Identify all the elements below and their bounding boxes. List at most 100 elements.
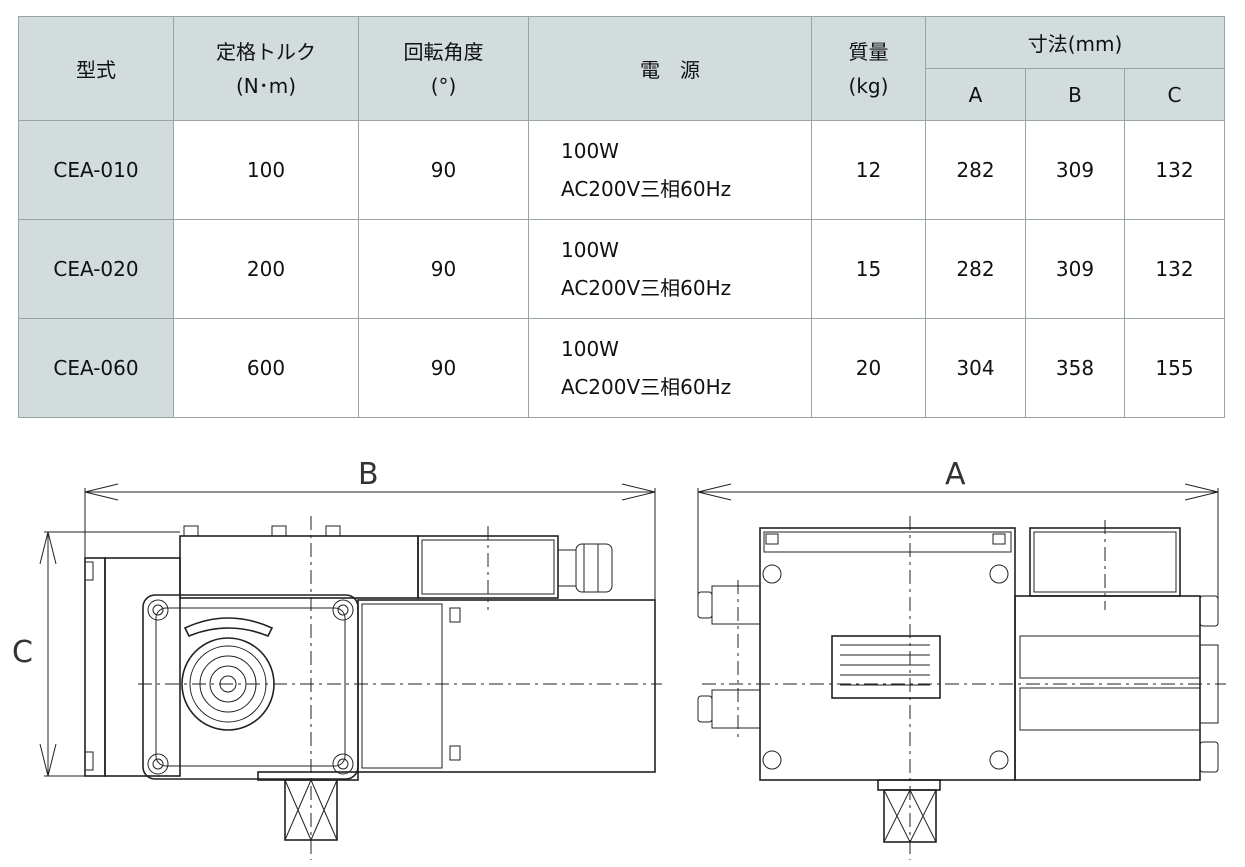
power-cell: 100W AC200V三相60Hz — [528, 219, 812, 319]
angle-cell: 90 — [358, 120, 529, 220]
face-bolt-inner — [152, 604, 164, 616]
header-torque-label: 定格トルク — [216, 39, 316, 64]
header-dim-a: A — [925, 68, 1026, 121]
header-dimensions: 寸法(mm) — [925, 16, 1225, 69]
bracket-tab — [84, 561, 94, 581]
header-angle-unit: (°) — [430, 73, 457, 98]
face-bolt — [147, 599, 169, 621]
gearbox-inner — [155, 607, 346, 767]
rim-bolt — [992, 533, 1006, 545]
dim-c-cell: 155 — [1124, 318, 1225, 418]
header-angle: 回転角度 (°) — [358, 16, 529, 121]
dimension-b-label: B — [358, 457, 379, 492]
dim-b-cell: 309 — [1025, 219, 1125, 319]
spec-table: 型式 定格トルク (N･m) 回転角度 (°) 電 源 質量 (kg) 寸法(m… — [18, 16, 1225, 418]
dim-b-cell: 358 — [1025, 318, 1125, 418]
motor-fin — [1019, 687, 1201, 731]
power-watt: 100W — [561, 238, 619, 262]
cable-gland-nut — [575, 543, 613, 593]
dimension-a-label: A — [945, 457, 966, 492]
dimension-c-label: C — [12, 635, 33, 670]
housing-bolt — [271, 525, 287, 537]
coupling-cross — [310, 779, 338, 841]
mass-cell: 15 — [811, 219, 926, 319]
angle-cell: 90 — [358, 219, 529, 319]
model-cell: CEA-020 — [18, 219, 174, 319]
header-angle-label: 回転角度 — [403, 39, 484, 64]
face-bolt-inner — [152, 758, 164, 770]
top-housing — [179, 535, 419, 599]
face-bolt-inner — [337, 604, 349, 616]
coupling-cross — [909, 789, 937, 843]
header-torque: 定格トルク (N･m) — [173, 16, 359, 121]
side-gland — [711, 689, 761, 729]
bracket-tab — [84, 751, 94, 771]
dim-a-cell: 282 — [925, 219, 1026, 319]
header-dim-b: B — [1025, 68, 1125, 121]
housing-bolt — [325, 525, 341, 537]
header-dim-c: C — [1124, 68, 1225, 121]
motor-cap — [1199, 741, 1219, 773]
model-cell: CEA-060 — [18, 318, 174, 418]
dim-a-cell: 304 — [925, 318, 1026, 418]
side-gland — [711, 585, 761, 625]
angle-cell: 90 — [358, 318, 529, 418]
bottom-plate — [877, 779, 941, 791]
header-torque-unit: (N･m) — [235, 73, 297, 98]
torque-cell: 100 — [173, 120, 359, 220]
side-gland-cap — [697, 591, 713, 619]
mass-cell: 20 — [811, 318, 926, 418]
face-bolt — [147, 753, 169, 775]
housing-top-rim — [763, 531, 1012, 553]
power-watt: 100W — [561, 139, 619, 163]
dim-b-cell: 309 — [1025, 120, 1125, 220]
mass-cell: 12 — [811, 120, 926, 220]
housing-bolt — [989, 750, 1009, 770]
face-bolt — [332, 753, 354, 775]
header-mass: 質量 (kg) — [811, 16, 926, 121]
header-mass-label: 質量 — [848, 39, 889, 64]
power-watt: 100W — [561, 337, 619, 361]
motor-cap — [1199, 595, 1219, 627]
coupling-cross — [284, 779, 312, 841]
dim-c-cell: 132 — [1124, 120, 1225, 220]
torque-cell: 600 — [173, 318, 359, 418]
torque-cell: 200 — [173, 219, 359, 319]
motor-body — [357, 599, 656, 773]
housing-bolt — [183, 525, 199, 537]
power-voltage: AC200V三相60Hz — [561, 375, 732, 399]
power-voltage: AC200V三相60Hz — [561, 276, 732, 300]
face-bolt-inner — [337, 758, 349, 770]
dim-c-cell: 132 — [1124, 219, 1225, 319]
table-row: CEA-010 100 90 100W AC200V三相60Hz 12 282 … — [18, 120, 1225, 220]
header-model: 型式 — [18, 16, 174, 121]
power-cell: 100W AC200V三相60Hz — [528, 318, 812, 418]
housing-bolt — [762, 750, 782, 770]
mount-bracket — [104, 557, 181, 777]
motor-flange — [361, 603, 443, 769]
dim-a-cell: 282 — [925, 120, 1026, 220]
housing-bolt — [762, 564, 782, 584]
side-view: B C — [12, 457, 662, 860]
motor-fin — [1019, 635, 1201, 679]
header-mass-unit: (kg) — [848, 73, 889, 98]
motor-bolt — [449, 745, 461, 761]
power-cell: 100W AC200V三相60Hz — [528, 120, 812, 220]
nameplate — [831, 635, 941, 699]
base-plate — [84, 557, 106, 777]
model-cell: CEA-010 — [18, 120, 174, 220]
face-bolt — [332, 599, 354, 621]
actuator-drawing: B C — [12, 457, 1226, 860]
side-gland-cap — [697, 695, 713, 723]
rim-bolt — [765, 533, 779, 545]
cable-gland — [557, 549, 577, 587]
gearbox-face — [142, 594, 359, 780]
table-row: CEA-060 600 90 100W AC200V三相60Hz 20 304 … — [18, 318, 1225, 418]
table-row: CEA-020 200 90 100W AC200V三相60Hz 15 282 … — [18, 219, 1225, 319]
motor-bolt — [449, 607, 461, 623]
position-indicator — [183, 617, 274, 638]
coupling-cross — [883, 789, 911, 843]
header-power: 電 源 — [528, 16, 812, 121]
power-voltage: AC200V三相60Hz — [561, 177, 732, 201]
front-view: A — [697, 457, 1226, 860]
